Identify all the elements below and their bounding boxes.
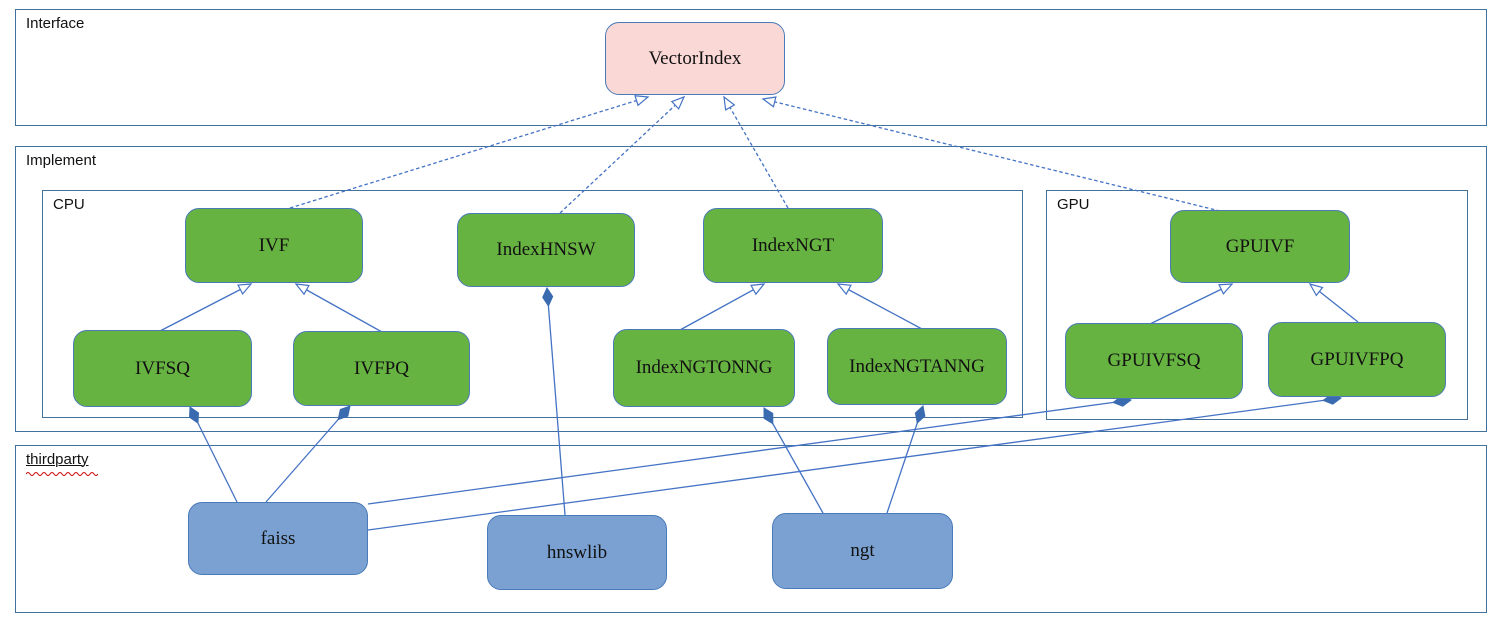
node-hnswlib: hnswlib (487, 515, 667, 590)
section-cpu-label: CPU (53, 196, 85, 213)
node-gpuivfsq-label: GPUIVFSQ (1107, 350, 1201, 371)
node-gpuivf-label: GPUIVF (1225, 235, 1295, 257)
node-indexngtanng-label: IndexNGTANNG (849, 355, 985, 377)
node-ngt: ngt (772, 513, 953, 589)
spellcheck-squiggle (26, 471, 98, 476)
node-gpuivfsq: GPUIVFSQ (1065, 323, 1243, 399)
section-interface-label: Interface (26, 15, 85, 32)
node-ivfsq: IVFSQ (73, 330, 252, 407)
node-ivf: IVF (185, 208, 363, 283)
node-faiss: faiss (188, 502, 368, 575)
section-thirdparty-label: thirdparty (26, 451, 89, 468)
node-indexngtonng: IndexNGTONNG (613, 329, 795, 407)
node-gpuivfpq: GPUIVFPQ (1268, 322, 1446, 397)
section-implement-label: Implement (26, 152, 97, 169)
node-vectorindex-label: VectorIndex (648, 47, 742, 69)
node-indexngtonng-label: IndexNGTONNG (635, 357, 773, 378)
node-indexhnsw-label: IndexHNSW (496, 239, 596, 260)
node-indexngtanng: IndexNGTANNG (827, 328, 1007, 405)
node-faiss-label: faiss (260, 527, 296, 549)
node-ivfsq-label: IVFSQ (135, 357, 190, 379)
node-indexngt: IndexNGT (703, 208, 883, 283)
node-ngt-label: ngt (850, 540, 875, 561)
node-indexngt-label: IndexNGT (751, 234, 835, 256)
node-gpuivf: GPUIVF (1170, 210, 1350, 283)
node-indexhnsw: IndexHNSW (457, 213, 635, 287)
node-gpuivfpq-label: GPUIVFPQ (1310, 348, 1404, 370)
section-gpu-label: GPU (1057, 196, 1090, 213)
node-ivfpq: IVFPQ (293, 331, 470, 406)
node-hnswlib-label: hnswlib (546, 541, 608, 563)
node-vectorindex: VectorIndex (605, 22, 785, 95)
node-ivfpq-label: IVFPQ (354, 357, 409, 379)
node-ivf-label: IVF (258, 234, 290, 256)
